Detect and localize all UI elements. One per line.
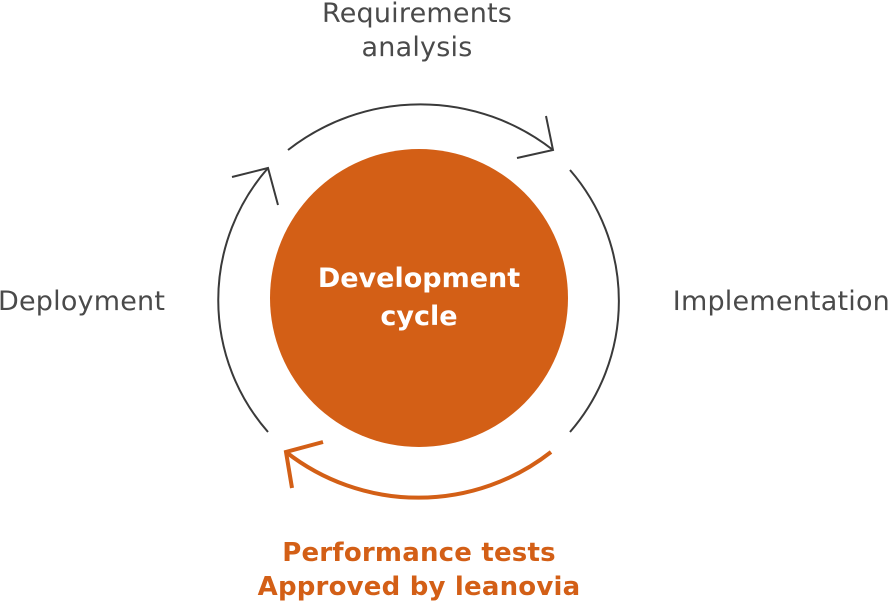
stage-label-top-line-1: Requirements (321, 0, 513, 29)
bottom-arc-arrowhead (283, 440, 324, 489)
stage-label-implementation: Implementation (673, 285, 890, 319)
top-arc (287, 103, 554, 151)
center-label-line-2: cycle (380, 301, 458, 332)
top-arc-arrowhead (516, 115, 555, 159)
stage-label-bottom-line-2: Approved by leanovia (257, 572, 581, 602)
stage-label-deployment: Deployment (0, 285, 165, 319)
stage-label-right-line-1: Implementation (672, 286, 890, 317)
center-label-line-1: Development (317, 263, 521, 294)
stage-label-top-line-2: analysis (361, 32, 473, 63)
stage-label-left-line-1: Deployment (0, 286, 166, 317)
stage-label-bottom-line-1: Performance tests (282, 538, 556, 568)
right-arc (569, 169, 620, 433)
left-arc (217, 167, 269, 433)
center-label: Development cycle (318, 260, 520, 336)
bottom-arc (284, 450, 553, 500)
stage-label-requirements: Requirements analysis (322, 0, 512, 65)
center-circle (270, 149, 568, 447)
left-arc-arrowhead (231, 166, 279, 206)
stage-label-performance-tests: Performance tests Approved by leanovia (258, 536, 581, 604)
